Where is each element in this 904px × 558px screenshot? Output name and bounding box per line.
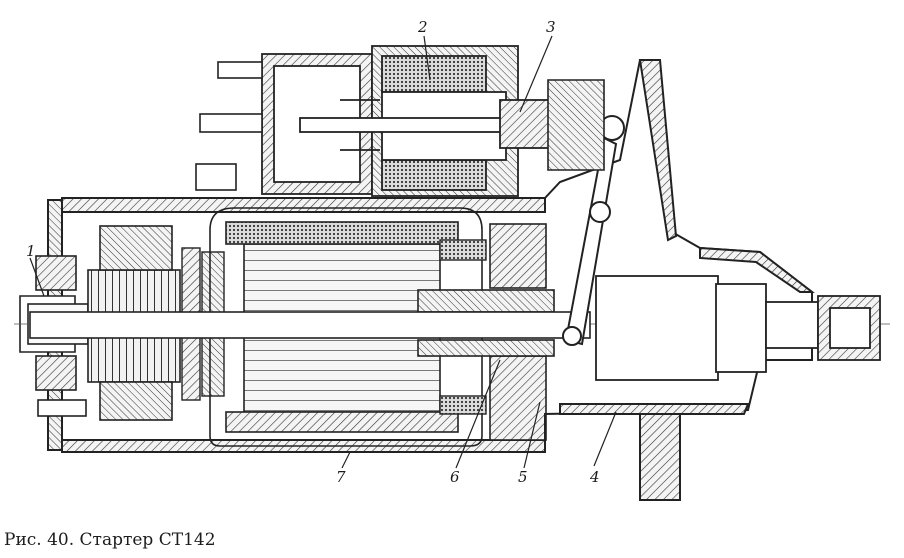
field-coil	[439, 239, 487, 415]
leader-lines	[29, 35, 617, 469]
figure-caption: Рис. 40. Стартер СТ142	[4, 530, 216, 550]
solenoid-relay	[261, 45, 561, 197]
drive-housing	[544, 59, 815, 501]
callout-5: 5	[518, 468, 528, 486]
armature-shaft	[29, 311, 591, 339]
shift-lever	[562, 115, 625, 346]
drive-pinion-clutch	[595, 275, 881, 381]
intermediate-bearing	[417, 223, 555, 441]
callout-2: 2	[417, 18, 428, 36]
callout-4: 4	[589, 468, 600, 486]
terminal-bolts	[37, 61, 263, 417]
callout-6: 6	[450, 468, 460, 486]
callout-7: 7	[336, 468, 346, 486]
callout-1: 1	[26, 242, 36, 260]
rubber-boot	[547, 79, 605, 171]
callout-3: 3	[546, 18, 556, 36]
motor-housing	[47, 197, 546, 453]
